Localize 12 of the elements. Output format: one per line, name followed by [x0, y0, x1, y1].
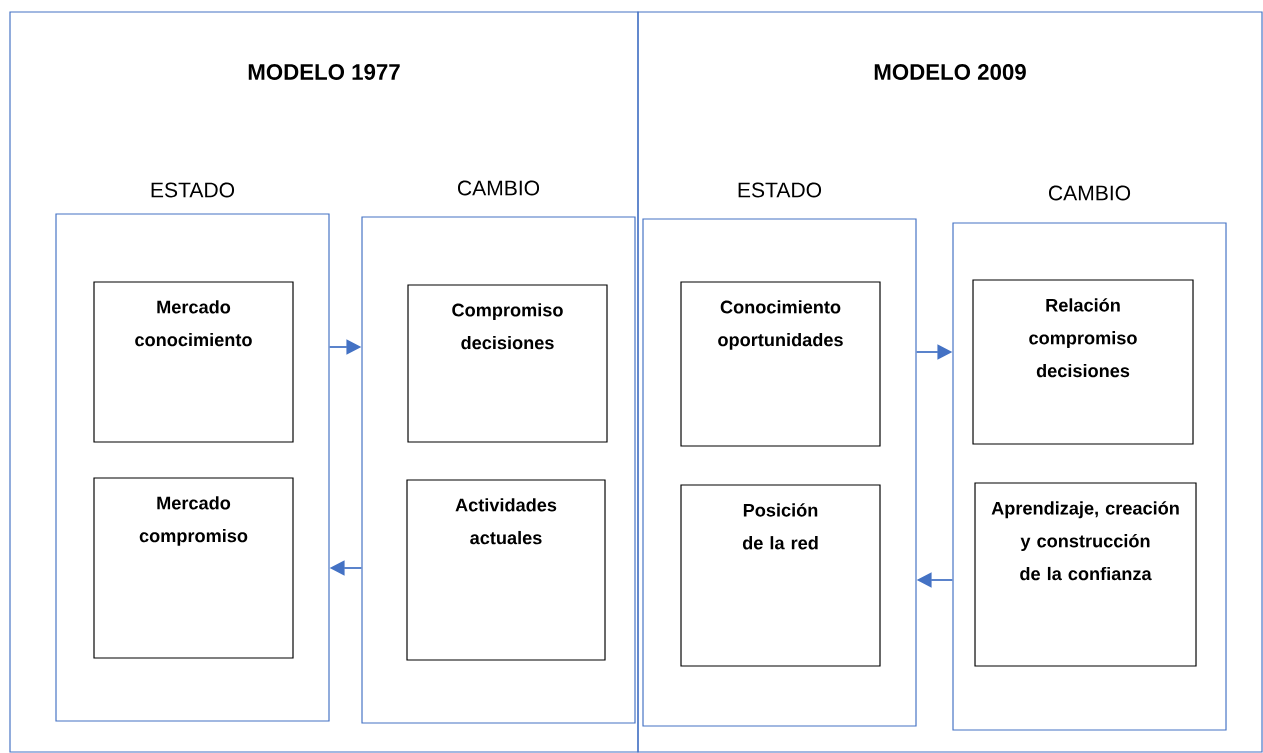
node-label: ESTADO	[151, 182, 235, 198]
node-label: CAMBIO	[457, 180, 540, 196]
process-box: Conocimiento oportunidades	[680, 281, 881, 447]
process-box: Mercado conocimiento	[93, 281, 294, 443]
node-label: CAMBIO	[1048, 185, 1131, 201]
process-box: Posición de la red	[680, 484, 881, 667]
process-box: Aprendizaje, creación y construcción de la confianza	[974, 482, 1197, 667]
process-box: Compromiso decisiones	[407, 284, 608, 443]
process-box: Actividades actuales	[406, 479, 606, 661]
process-box: Mercado compromiso	[93, 477, 294, 659]
node-label: ESTADO	[738, 182, 822, 198]
process-box: Relación compromiso decisiones	[972, 279, 1194, 445]
